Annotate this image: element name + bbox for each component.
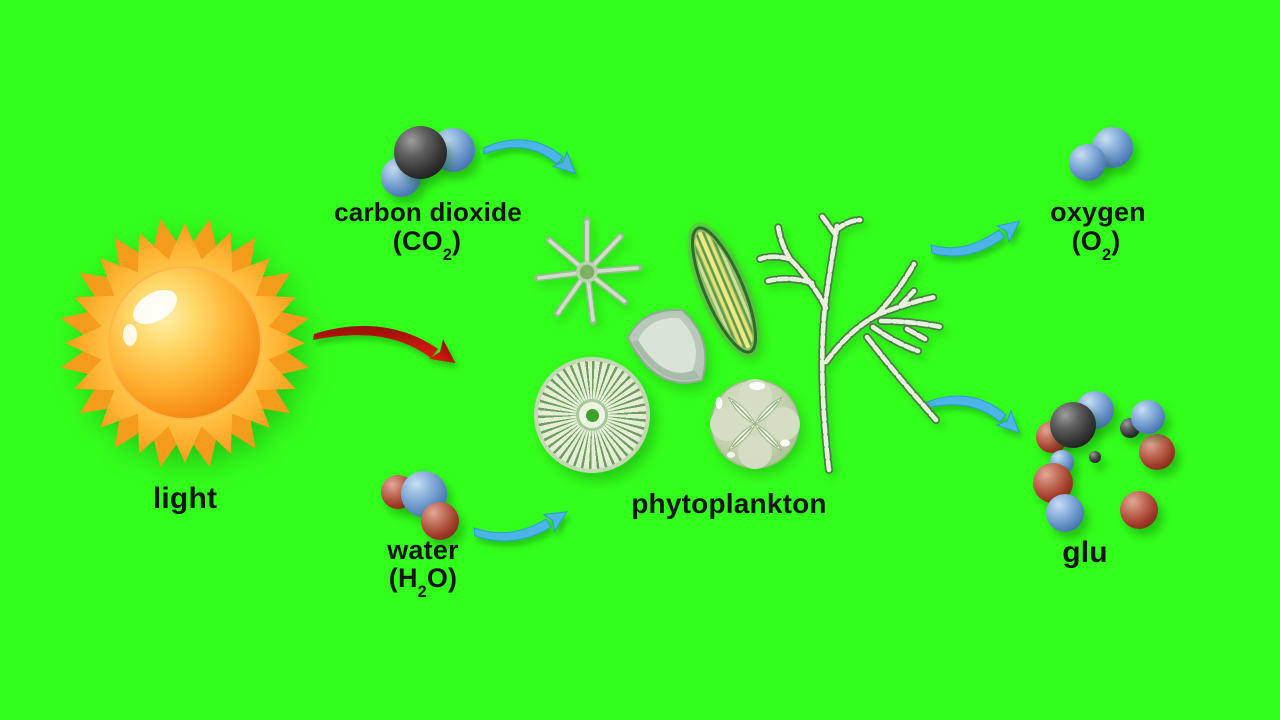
formula-subscript: 2: [1102, 246, 1112, 265]
water-label: water: [387, 535, 459, 565]
formula-subscript: 2: [417, 583, 427, 602]
carbon-dioxide-label: carbon dioxide: [334, 197, 522, 227]
formula-text: ): [452, 226, 462, 256]
glucose-atom-sphere: [1050, 402, 1096, 448]
sun-gloss-highlight: [133, 289, 177, 325]
arrow-phytoplankton-to-glucose: [925, 395, 1020, 434]
radial-disc-center-dot: [585, 408, 599, 422]
arrow-light-to-phytoplankton: [313, 326, 456, 364]
algae-segment-fills: [760, 215, 941, 470]
gloss-spots: [715, 382, 790, 458]
formula-text: (O: [1071, 226, 1102, 256]
oxygen-formula: (O2): [1071, 226, 1121, 264]
oxygen-atom-sphere: [1069, 144, 1106, 181]
filamentous-algae: [755, 212, 965, 477]
dinoflagellate-shield-cell: [626, 308, 707, 384]
water-formula: (H2O): [388, 563, 458, 601]
diatom-star: [533, 216, 643, 326]
arrow-water-to-phytoplankton: [473, 511, 568, 542]
hydrogen-atom-sphere: [421, 502, 459, 540]
sun-gloss-small: [123, 324, 137, 346]
arrow-phytoplankton-to-oxygen: [930, 220, 1021, 257]
sun-illustration: [60, 218, 310, 468]
arrow-co2-to-phytoplankton: [483, 139, 577, 175]
petal-cross: [727, 396, 783, 452]
glucose-atom-sphere: [1089, 451, 1101, 463]
diatom-radial-disc: [534, 357, 650, 473]
diatom-four-petal-disc: [710, 379, 800, 469]
glucose-atom-sphere: [1046, 494, 1084, 532]
formula-text: O): [426, 563, 458, 593]
carbon-atom-sphere: [394, 126, 447, 179]
formula-subscript: 2: [442, 246, 453, 265]
glucose-atom-sphere: [1131, 400, 1165, 434]
glucose-atom-sphere: [1120, 491, 1158, 529]
radial-disc-hub: [576, 399, 608, 431]
light-label: light: [152, 482, 218, 515]
formula-text: ): [1111, 226, 1121, 256]
carbon-dioxide-formula: (CO2): [392, 226, 462, 264]
diatom-spindle: [684, 222, 764, 358]
formula-text: (H: [388, 563, 418, 593]
oxygen-label: oxygen: [1050, 197, 1146, 227]
phytoplankton-label: phytoplankton: [631, 488, 827, 519]
formula-text: (CO: [392, 226, 443, 256]
glucose-atom-sphere: [1139, 434, 1175, 470]
glucose-label: glu: [1062, 536, 1108, 569]
